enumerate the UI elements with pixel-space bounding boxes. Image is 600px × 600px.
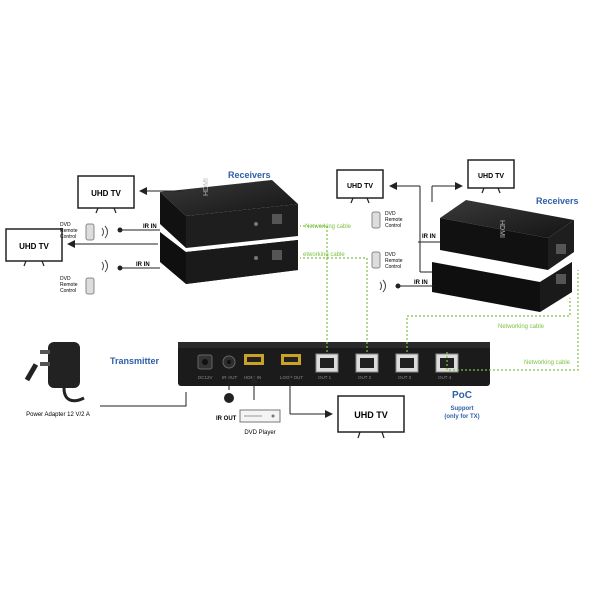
svg-text:Remote: Remote <box>60 282 78 288</box>
svg-text:Remote: Remote <box>385 258 403 264</box>
poc-support: Support <box>451 406 474 412</box>
svg-text:Control: Control <box>60 288 76 294</box>
ir-in-label: IR IN <box>414 280 428 286</box>
hdmi-connections <box>67 182 463 418</box>
receiver-left: HDMI <box>160 178 298 284</box>
svg-text:DVD: DVD <box>60 222 71 228</box>
port-label-loopout: LOOP OUT <box>280 375 303 380</box>
tv-top-left: UHD TV <box>77 175 135 214</box>
tv-bottom: UHD TV <box>337 395 405 439</box>
device-brand: HDMI <box>203 178 210 196</box>
networking-cable-label: Networking cable <box>524 360 571 366</box>
tv-right-b: UHD TV <box>467 159 515 194</box>
dvd-player-label: DVD Player <box>244 430 275 436</box>
device-brand-right: HDMI <box>498 220 505 238</box>
port-label-out1: OUT 1 <box>318 375 332 380</box>
svg-text:Control: Control <box>385 264 401 270</box>
dvd-remote-1: DVD Remote Control <box>60 222 108 241</box>
tv-label: UHD TV <box>19 242 49 251</box>
port-label-irout: IR OUT <box>222 375 238 380</box>
dvd-remote-2: DVD Remote Control <box>60 259 108 295</box>
receiver-right: HDMI <box>432 200 574 312</box>
ir-in-label: IR IN <box>422 234 436 240</box>
transmitter-label: Transmitter <box>110 356 160 366</box>
port-label-dc: DC12V <box>198 375 213 380</box>
tv-mid-left: UHD TV <box>5 228 63 267</box>
power-adapter-label: Power Adapter 12 V/2 A <box>26 412 90 418</box>
network-cables <box>300 225 579 371</box>
svg-text:DVD: DVD <box>385 211 396 217</box>
tv-label: UHD TV <box>91 189 121 198</box>
port-label-out4: OUT 4 <box>438 375 452 380</box>
svg-text:Control: Control <box>60 234 76 240</box>
receivers-label-right: Receivers <box>536 196 579 206</box>
networking-cable-label: Networking cable <box>498 324 545 330</box>
svg-text:Remote: Remote <box>385 217 403 223</box>
ir-out-label: IR OUT <box>216 416 237 422</box>
tv-label: UHD TV <box>478 173 504 180</box>
networking-cable-label: Networking cable <box>305 224 352 230</box>
receivers-label-left: Receivers <box>228 170 271 180</box>
tv-label: UHD TV <box>354 410 388 420</box>
svg-text:DVD: DVD <box>60 276 71 282</box>
dvd-remote-3: DVD Remote Control <box>371 211 403 229</box>
power-adapter-icon: Power Adapter 12 V/2 A <box>24 342 90 418</box>
tv-right-a: UHD TV <box>336 169 384 204</box>
networking-cable-label: etworking cable <box>303 252 345 258</box>
ir-in-label: IR IN <box>143 224 157 230</box>
poc-note: (only for TX) <box>444 414 479 420</box>
port-label-out2: OUT 2 <box>358 375 372 380</box>
power-cable <box>100 392 187 407</box>
svg-text:Remote: Remote <box>60 228 78 234</box>
dvd-player: DVD Player <box>239 409 281 436</box>
svg-text:DVD: DVD <box>385 252 396 258</box>
svg-text:Control: Control <box>385 223 401 229</box>
tv-label: UHD TV <box>347 183 373 190</box>
transmitter-device: DC12V IR OUT HDMI IN LOOP OUT OUT 1 OUT … <box>178 342 490 386</box>
ir-in-label: IR IN <box>136 262 150 268</box>
poc-title: PoC <box>452 390 472 401</box>
port-label-hdmiin: HDMI IN <box>244 375 261 380</box>
port-label-out3: OUT 3 <box>398 375 412 380</box>
dvd-remote-4: DVD Remote Control <box>371 251 403 293</box>
